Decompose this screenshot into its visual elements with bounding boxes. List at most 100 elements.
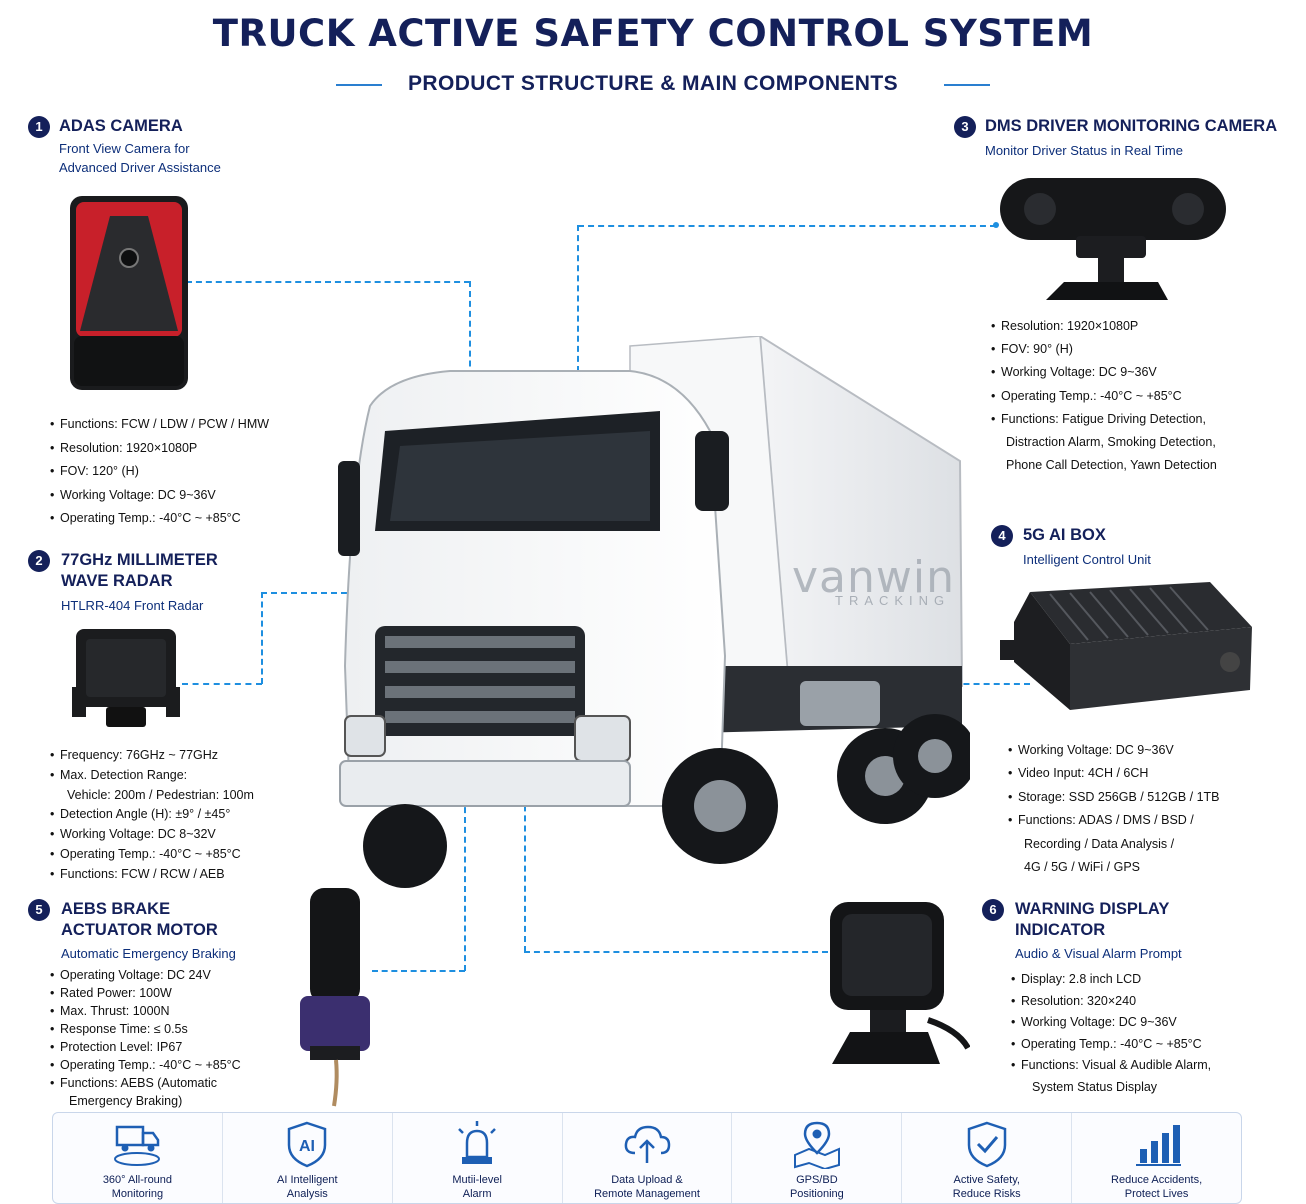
spec-item: Max. Detection Range:	[50, 766, 254, 786]
spec-item: Resolution: 1920×1080P	[991, 315, 1217, 338]
spec-item: Functions: ADAS / DMS / BSD /	[1008, 809, 1220, 833]
feature-reduce-accidents: Reduce Accidents, Protect Lives	[1072, 1113, 1241, 1203]
component-1-subtitle-line: Front View Camera for	[59, 141, 190, 156]
spec-item: Functions: AEBS (Automatic	[50, 1074, 241, 1092]
component-2-title-line: WAVE RADAR	[61, 572, 173, 590]
component-3-specs: Resolution: 1920×1080P FOV: 90° (H) Work…	[991, 315, 1217, 477]
component-5-subtitle: Automatic Emergency Braking	[61, 946, 236, 961]
feature-label: Data Upload & Remote Management	[594, 1174, 700, 1200]
component-3-subtitle: Monitor Driver Status in Real Time	[985, 143, 1183, 158]
shield-check-icon	[967, 1121, 1006, 1168]
spec-item: Functions: Fatigue Driving Detection,	[991, 408, 1217, 431]
component-6-title-line: INDICATOR	[1015, 921, 1106, 939]
spec-item: Protection Level: IP67	[50, 1038, 241, 1056]
component-3-number: 3	[954, 116, 976, 138]
watermark-tagline: TRACKING	[835, 593, 951, 608]
page-title: TRUCK ACTIVE SAFETY CONTROL SYSTEM	[212, 12, 1094, 55]
spec-item: Functions: Visual & Audible Alarm,	[1011, 1055, 1211, 1077]
connector-adas-h	[186, 281, 470, 283]
spec-item: Functions: FCW / LDW / PCW / HMW	[50, 413, 269, 437]
feature-monitoring: 360° All-round Monitoring	[53, 1113, 223, 1203]
spec-item: Working Voltage: DC 9~36V	[991, 361, 1217, 384]
component-5-title-line: ACTUATOR MOTOR	[61, 921, 218, 939]
map-pin-icon	[793, 1121, 840, 1169]
component-4-number: 4	[991, 525, 1013, 547]
truck-illustration	[338, 336, 970, 888]
spec-item: Operating Temp.: -40°C ~ +85°C	[991, 385, 1217, 408]
spec-item: Resolution: 320×240	[1011, 991, 1211, 1013]
spec-item: Operating Temp.: -40°C ~ +85°C	[50, 507, 269, 531]
component-2-title-line: 77GHz MILLIMETER	[61, 551, 218, 569]
component-5-title: AEBS BRAKE ACTUATOR MOTOR	[61, 899, 218, 941]
component-2-number: 2	[28, 550, 50, 572]
alarm-light-icon	[458, 1121, 497, 1164]
spec-item: Working Voltage: DC 9~36V	[1008, 739, 1220, 763]
feature-alarm: Mutii-level Alarm	[393, 1113, 563, 1203]
component-1-number: 1	[28, 116, 50, 138]
spec-item: Distraction Alarm, Smoking Detection,	[1006, 435, 1216, 450]
feature-gps: GPS/BD Positioning	[732, 1113, 903, 1203]
feature-data-upload: Data Upload & Remote Management	[563, 1113, 733, 1203]
spec-item: 4G / 5G / WiFi / GPS	[1024, 860, 1140, 875]
spec-item: Operating Temp.: -40°C ~ +85°C	[50, 1056, 241, 1074]
spec-item: Detection Angle (H): ±9° / ±45°	[50, 805, 254, 825]
spec-item: Frequency: 76GHz ~ 77GHz	[50, 746, 254, 766]
connector-radar-h1	[182, 683, 262, 685]
dms-camera-image	[1000, 178, 1226, 300]
spec-item: Rated Power: 100W	[50, 984, 241, 1002]
spec-item: Working Voltage: DC 9~36V	[50, 484, 269, 508]
feature-label: Mutii-level Alarm	[452, 1174, 502, 1200]
feature-ai-analysis: AI AI Intelligent Analysis	[223, 1113, 393, 1203]
connector-dms-end-dot	[993, 222, 999, 228]
ai-shield-icon: AI	[288, 1121, 327, 1168]
component-6-title-line: WARNING DISPLAY	[1015, 900, 1170, 918]
ai-box-image	[1000, 582, 1252, 710]
component-1-subtitle-line: Advanced Driver Assistance	[59, 160, 221, 175]
cloud-upload-icon	[624, 1125, 671, 1163]
radar-image	[72, 629, 180, 727]
component-5-title-line: AEBS BRAKE	[61, 900, 171, 918]
bar-chart-icon	[1135, 1125, 1181, 1166]
spec-item: Vehicle: 200m / Pedestrian: 100m	[67, 787, 254, 802]
svg-text:AI: AI	[299, 1138, 315, 1155]
connector-radar-h2	[261, 592, 407, 594]
feature-label: GPS/BD Positioning	[789, 1174, 844, 1200]
feature-label: AI Intelligent Analysis	[277, 1174, 338, 1200]
spec-item: Functions: FCW / RCW / AEB	[50, 865, 254, 885]
component-5-number: 5	[28, 899, 50, 921]
spec-item: Operating Temp.: -40°C ~ +85°C	[1011, 1034, 1211, 1056]
component-2-title: 77GHz MILLIMETER WAVE RADAR	[61, 550, 218, 592]
component-6-title: WARNING DISPLAY INDICATOR	[1015, 899, 1169, 941]
component-1-title: ADAS CAMERA	[59, 117, 183, 135]
spec-item: Response Time: ≤ 0.5s	[50, 1020, 241, 1038]
aebs-motor-image	[300, 888, 370, 1107]
feature-active-safety: Active Safety, Reduce Risks	[902, 1113, 1073, 1203]
spec-item: Max. Thrust: 1000N	[50, 1002, 241, 1020]
component-6-specs: Display: 2.8 inch LCD Resolution: 320×24…	[1011, 969, 1211, 1098]
spec-item: Video Input: 4CH / 6CH	[1008, 762, 1220, 786]
subtitle-rule-left	[336, 84, 382, 86]
page-subtitle: PRODUCT STRUCTURE & MAIN COMPONENTS	[408, 72, 898, 95]
warning-display-image	[830, 902, 970, 1064]
spec-item: Resolution: 1920×1080P	[50, 437, 269, 461]
watermark-brand: vanwin	[792, 552, 955, 603]
component-2-subtitle: HTLRR-404 Front Radar	[61, 598, 204, 613]
spec-item: Working Voltage: DC 8~32V	[50, 825, 254, 845]
feature-label: 360° All-round Monitoring	[102, 1174, 173, 1200]
truck-monitoring-icon	[114, 1125, 161, 1166]
component-2-specs: Frequency: 76GHz ~ 77GHz Max. Detection …	[50, 746, 254, 885]
component-5-specs: Operating Voltage: DC 24V Rated Power: 1…	[50, 966, 241, 1110]
adas-camera-image	[70, 196, 188, 390]
spec-item: Operating Voltage: DC 24V	[50, 966, 241, 984]
feature-label: Active Safety, Reduce Risks	[952, 1174, 1021, 1200]
connector-adas-v	[469, 281, 471, 446]
connector-dms-v	[577, 225, 579, 513]
component-6-subtitle: Audio & Visual Alarm Prompt	[1015, 946, 1182, 961]
spec-item: Working Voltage: DC 9~36V	[1011, 1012, 1211, 1034]
connector-dms-h	[578, 225, 996, 227]
spec-item: FOV: 120° (H)	[50, 460, 269, 484]
feature-bar: 360° All-round Monitoring AI AI Intellig…	[52, 1112, 1242, 1204]
spec-item: Emergency Braking)	[69, 1094, 183, 1108]
component-1-specs: Functions: FCW / LDW / PCW / HMW Resolut…	[50, 413, 269, 531]
spec-item: FOV: 90° (H)	[991, 338, 1217, 361]
